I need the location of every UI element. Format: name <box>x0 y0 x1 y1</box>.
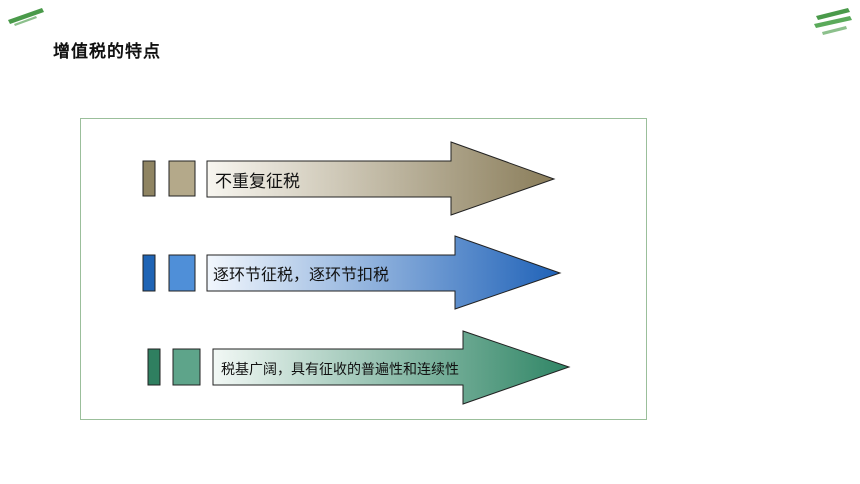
arrow-row-3: 税基广阔，具有征收的普遍性和连续性 <box>147 330 571 405</box>
block-large-1 <box>168 160 196 197</box>
arrow-label-1: 不重复征税 <box>215 172 300 192</box>
arrow-shape-1 <box>206 141 556 216</box>
arrow-label-2: 逐环节征税，逐环节扣税 <box>213 265 389 284</box>
block-small-2 <box>142 254 156 292</box>
page-title: 增值税的特点 <box>53 42 161 62</box>
block-large-2 <box>168 254 196 292</box>
block-large-3 <box>172 348 201 386</box>
arrow-row-1: 不重复征税 <box>142 141 556 216</box>
corner-stripes-right-icon <box>814 8 852 35</box>
corner-stripes-left-icon <box>8 8 44 26</box>
arrow-shape-2 <box>206 235 562 310</box>
arrow-shape-3 <box>212 330 571 405</box>
block-small-3 <box>147 348 161 386</box>
arrow-row-2: 逐环节征税，逐环节扣税 <box>142 235 562 310</box>
block-small-1 <box>142 160 156 197</box>
arrow-label-3: 税基广阔，具有征收的普遍性和连续性 <box>221 361 459 378</box>
